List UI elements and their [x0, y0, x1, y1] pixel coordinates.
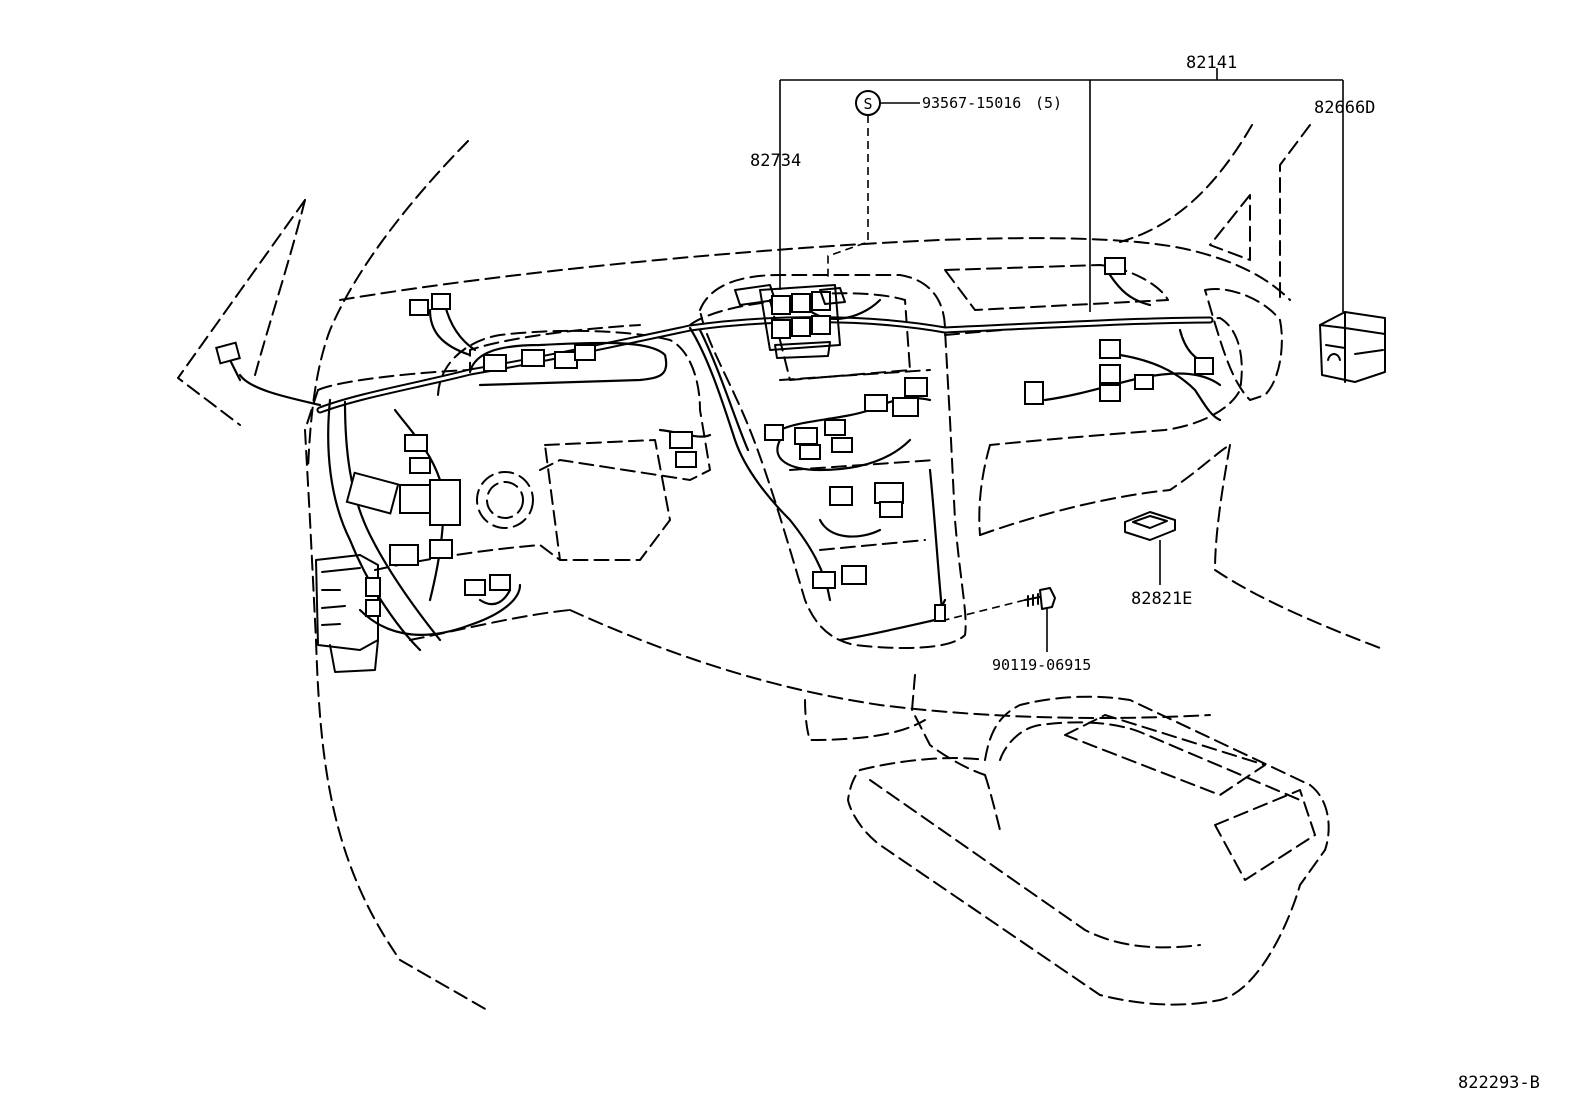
screw-symbol: S	[855, 90, 881, 116]
screw-symbol-letter: S	[863, 95, 872, 113]
left-relay-block	[315, 554, 381, 673]
label-82821E[interactable]: 82821E	[1131, 589, 1192, 609]
label-82734[interactable]: 82734	[750, 151, 801, 171]
label-82141[interactable]: 82141	[1186, 53, 1237, 73]
wire-harness-main	[228, 273, 1222, 652]
harness-connectors	[215, 257, 1214, 622]
label-screw[interactable]: 93567-15016	[922, 94, 1021, 112]
figure-code: 822293-B	[1458, 1073, 1540, 1093]
bolt-90119-06915	[1024, 587, 1056, 610]
junction-block-82734	[734, 284, 846, 359]
instrument-panel-outline	[304, 264, 1283, 776]
label-bolt[interactable]: 90119-06915	[992, 656, 1091, 674]
vehicle-body-outline	[177, 124, 1381, 1011]
center-console-outline	[847, 695, 1330, 1006]
label-screw-qty: (5)	[1035, 94, 1062, 112]
leader-lines	[779, 68, 1344, 652]
label-82666D[interactable]: 82666D	[1314, 98, 1375, 118]
protector-82821E	[1124, 511, 1176, 541]
cover-82666D	[1319, 311, 1386, 383]
